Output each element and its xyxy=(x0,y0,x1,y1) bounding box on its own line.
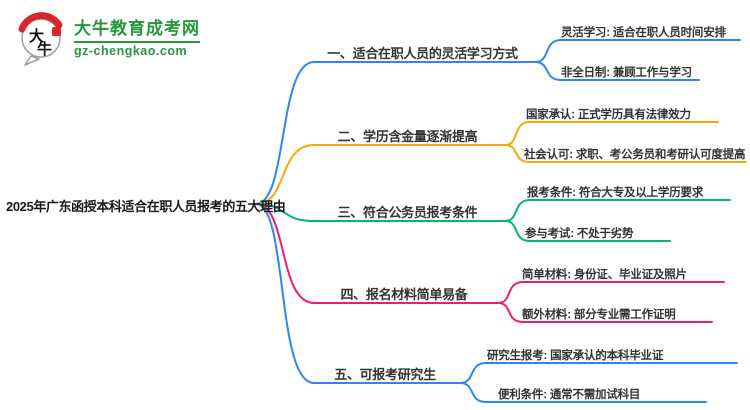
logo-bubble-icon: 大 牛 xyxy=(18,12,63,66)
branch-label-2: 二、学历含金量逐渐提高 xyxy=(337,129,478,144)
leaf-label-5a: 研究生报考: 国家承认的本科毕业证 xyxy=(487,350,664,362)
leaf-label-3a: 报考条件: 符合大专及以上学历要求 xyxy=(527,187,704,199)
leaf-label-2b: 社会认可: 求职、考公务员和考研认可度提高 xyxy=(524,149,746,161)
logo-red-cap xyxy=(18,12,63,33)
leaf-1b-line xyxy=(534,61,700,81)
leaf-label-3b: 参与考试: 不处于劣势 xyxy=(525,228,634,240)
branch-label-4: 四、报名材料简单易备 xyxy=(340,287,468,302)
leaf-2a-line xyxy=(504,121,719,146)
svg-text:牛: 牛 xyxy=(37,40,52,58)
branch-label-1: 一、适合在职人员的灵活学习方式 xyxy=(327,46,518,61)
site-logo[interactable]: 大 牛 大牛教育成考网 gz-chengkao.com xyxy=(16,12,200,66)
central-topic: 2025年广东函授本科适合在职人员报考的五大理由 xyxy=(6,199,286,214)
leaf-label-1b: 非全日制: 兼顾工作与学习 xyxy=(561,67,692,79)
leaf-5b-line xyxy=(459,382,707,403)
leaf-label-2a: 国家承认: 正式学历具有法律效力 xyxy=(526,109,691,121)
leaf-label-5b: 便利条件: 通常不需加试科目 xyxy=(498,389,641,401)
branch-2-line xyxy=(255,144,506,205)
branch-4-line xyxy=(255,203,499,304)
branch-label-3: 三、符合公务员报考条件 xyxy=(337,205,478,220)
svg-text:大: 大 xyxy=(29,27,44,45)
logo-seal xyxy=(52,27,61,36)
branch-3-line xyxy=(255,203,506,222)
leaf-label-4b: 额外材料: 部分专业需工作证明 xyxy=(522,309,676,321)
leaf-3a-line xyxy=(504,199,731,222)
leaf-3b-line xyxy=(504,220,671,242)
leaf-2b-line xyxy=(504,144,747,163)
leaf-label-1a: 灵活学习: 适合在职人员时间安排 xyxy=(561,27,726,39)
leaf-label-4a: 简单材料: 身份证、毕业证及照片 xyxy=(522,269,687,281)
leaf-4b-line xyxy=(497,302,713,323)
leaf-5a-line xyxy=(459,362,738,384)
leaf-4a-line xyxy=(497,281,725,304)
branch-1-line xyxy=(255,61,536,205)
leaf-1a-line xyxy=(534,39,741,63)
branch-5-line xyxy=(255,203,461,384)
logo-site-domain: gz-chengkao.com xyxy=(74,44,188,58)
logo-site-name: 大牛教育成考网 xyxy=(74,19,200,43)
branch-label-5: 五、可报考研究生 xyxy=(334,367,436,382)
